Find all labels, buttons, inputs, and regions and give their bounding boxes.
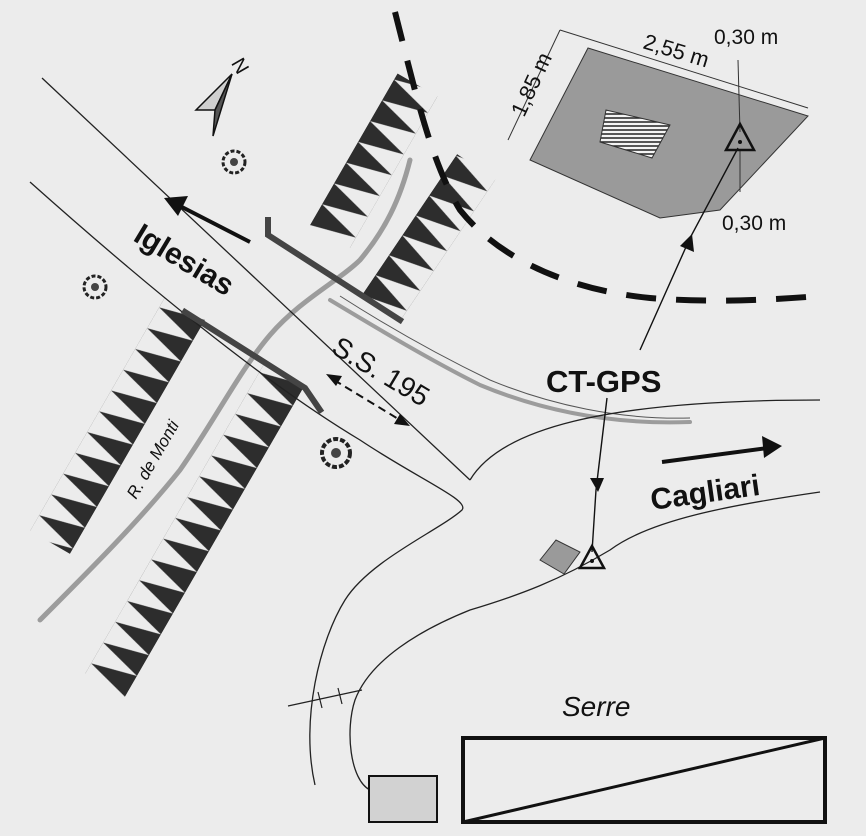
road-ss195 [29, 77, 821, 791]
bridge-bars [180, 217, 405, 415]
dimension-offset-top-label: 0,30 m [714, 26, 778, 49]
building [529, 47, 809, 219]
small-building [368, 775, 438, 823]
river-outflow [328, 298, 692, 425]
direction-arrow-icon [661, 436, 782, 464]
leader-arrowhead-up [680, 234, 694, 252]
gps-station-icon [577, 543, 607, 570]
north-arrow-icon [194, 73, 233, 137]
tree-icon [82, 274, 108, 300]
dashed-boundary [392, 11, 821, 304]
station-label: CT-GPS [546, 364, 661, 399]
station-shelter [539, 539, 581, 575]
river-line [37, 157, 413, 623]
road-direction-dashed-arrow [326, 374, 410, 426]
dimension-offset-side-label: 0,30 m [722, 212, 786, 235]
leader-arrowhead-down [590, 478, 604, 492]
embankment-upper [310, 73, 496, 321]
road-section-mark [287, 687, 363, 709]
tree-icon [320, 437, 352, 469]
greenhouses-label: Serre [562, 691, 630, 722]
embankment-lower [30, 297, 305, 697]
direction-arrow-icon [164, 196, 251, 244]
gps-station-icon [723, 121, 757, 152]
river-outflow-edge [339, 295, 691, 419]
dimension-lines [507, 29, 809, 192]
tree-icon [221, 149, 247, 175]
greenhouses-rect [461, 736, 827, 824]
